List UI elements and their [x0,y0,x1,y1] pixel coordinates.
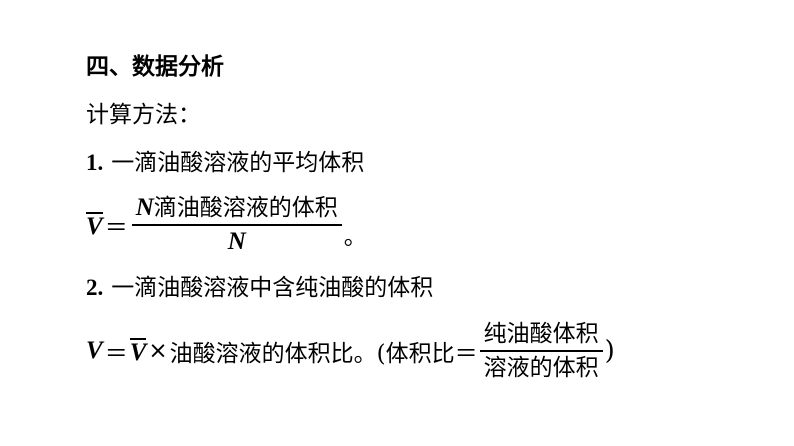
fraction-numerator: N滴油酸溶液的体积 [132,194,342,224]
formula-period: 。 [343,224,367,250]
item-2-number: 2 [86,275,98,300]
equals-sign-2: ＝ [104,341,128,367]
fraction-denominator: N [227,227,246,255]
ratio-fraction: 纯油酸体积 溶液的体积 [479,320,603,382]
equals-sign: ＝ [104,215,128,241]
v-symbol: V [86,337,103,364]
numerator-text: 滴油酸溶液的体积 [153,195,338,222]
method-label: 计算方法： [86,102,201,128]
formula-pure-oleic-volume: V ＝ V × 油酸溶液的体积比。(体积比＝ 纯油酸体积 溶液的体积 ) [86,319,615,383]
fraction: N滴油酸溶液的体积 N [131,194,342,256]
ratio-text: 油酸溶液的体积比。(体积比＝ [169,341,478,367]
item-2-separator: . [97,275,104,300]
item-2: 2. 一滴油酸溶液中含纯油酸的体积 [86,273,433,303]
item-1-separator: . [97,150,104,175]
section-heading: 四、数据分析 [86,53,224,80]
ratio-denominator: 溶液的体积 [483,354,599,381]
close-paren: ) [604,336,615,366]
item-1-number: 1 [86,150,98,175]
v-bar-symbol-2: V [129,337,147,366]
item-1: 1. 一滴油酸溶液的平均体积 [86,148,364,178]
ratio-fraction-bar [479,350,603,352]
formula-average-volume: V ＝ N滴油酸溶液的体积 N 。 [86,193,367,257]
numerator-variable: N [135,194,154,222]
fraction-bar [131,224,342,226]
times-sign: × [148,338,168,364]
item-1-text: 一滴油酸溶液的平均体积 [111,150,365,176]
v-bar-symbol: V [86,211,103,240]
ratio-numerator: 纯油酸体积 [483,321,599,348]
item-2-text: 一滴油酸溶液中含纯油酸的体积 [111,275,434,301]
